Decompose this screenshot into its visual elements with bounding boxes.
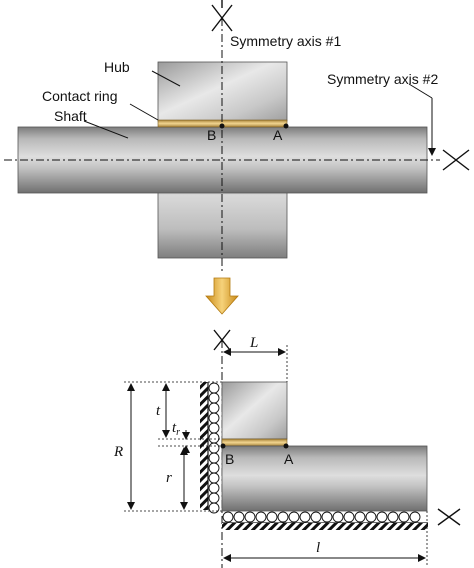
point-b-label-section: B	[225, 451, 234, 467]
contact-ring-leader	[129, 103, 159, 121]
shaft-leader	[83, 120, 129, 139]
dim-tr-sub: r	[176, 427, 180, 438]
point-a-dot-section	[283, 443, 289, 449]
hub-leader	[151, 70, 181, 87]
dim-r-small-label: r	[166, 470, 172, 486]
point-a-dot	[283, 123, 289, 129]
symmetry-symbol-icon	[442, 149, 470, 171]
symmetry-axis-2-label: Symmetry axis #2	[327, 71, 438, 87]
transition-arrow-icon	[205, 277, 239, 315]
symmetry-axis-1-label: Symmetry axis #1	[230, 33, 341, 49]
contact-ring-label: Contact ring	[42, 88, 117, 104]
point-b-label: B	[207, 127, 216, 143]
symmetry-symbol-icon	[211, 0, 233, 32]
bottom-support-hatch	[222, 523, 428, 530]
shaft-section	[221, 445, 428, 512]
point-b-dot-section	[220, 443, 226, 449]
shaft-label: Shaft	[54, 108, 87, 124]
point-a-label-section: A	[284, 451, 294, 467]
dim-tr-label: tr	[172, 420, 180, 438]
left-rollers	[208, 382, 220, 514]
hub-section	[221, 381, 288, 440]
point-a-label: A	[273, 127, 283, 143]
dim-tr-main: t	[172, 420, 177, 436]
dim-l-small-label: l	[316, 540, 320, 556]
bottom-rollers	[222, 511, 421, 523]
hub-label: Hub	[104, 59, 130, 75]
dim-t-label: t	[156, 403, 161, 419]
symmetry-symbol-icon	[437, 508, 461, 526]
contact-ring-section	[221, 438, 288, 447]
dim-big-r-label: R	[113, 444, 123, 460]
symmetry-axis-2-leader	[408, 83, 433, 99]
dim-l-label: L	[249, 335, 258, 351]
